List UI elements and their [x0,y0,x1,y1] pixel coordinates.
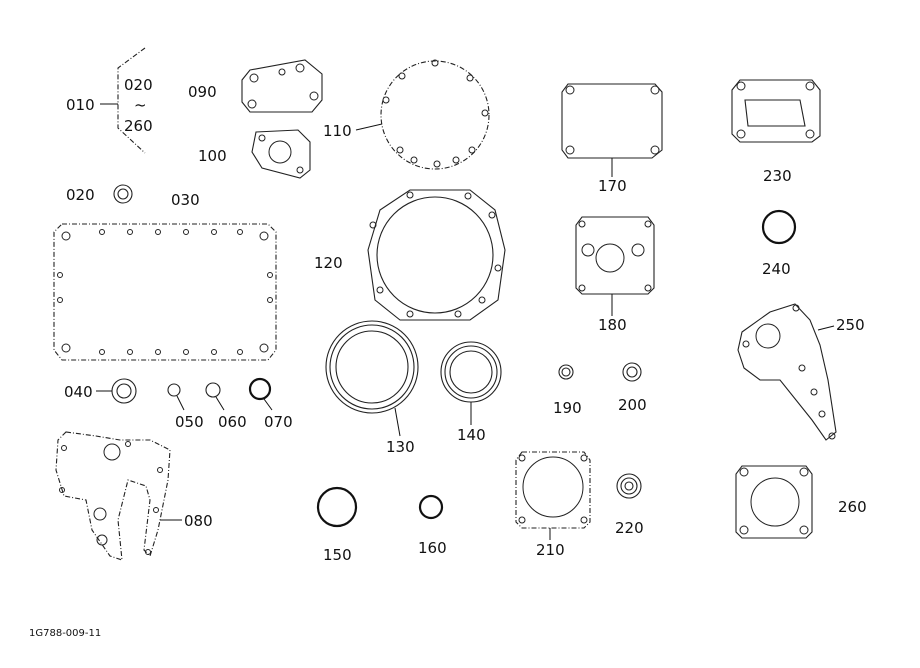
part-020-seal[interactable] [113,184,133,204]
part-180-gasket[interactable] [575,216,655,295]
label-070[interactable]: 070 [264,413,293,431]
label-080[interactable]: 080 [184,512,213,530]
label-060[interactable]: 060 [218,413,247,431]
label-tilde: ~ [134,96,147,114]
label-160[interactable]: 160 [418,539,447,557]
part-110-round-gasket[interactable] [380,59,490,170]
label-190[interactable]: 190 [553,399,582,417]
label-050[interactable]: 050 [175,413,204,431]
label-040[interactable]: 040 [64,383,93,401]
part-080-gearcase-gasket[interactable] [55,431,171,561]
label-210[interactable]: 210 [536,541,565,559]
part-120-housing-gasket[interactable] [367,189,506,321]
label-020[interactable]: 020 [66,186,95,204]
part-240-oring[interactable] [761,209,797,245]
label-220[interactable]: 220 [615,519,644,537]
leader-050 [176,395,185,411]
label-100[interactable]: 100 [198,147,227,165]
label-010[interactable]: 010 [66,96,95,114]
label-130[interactable]: 130 [386,438,415,456]
part-200-seal[interactable] [622,362,642,382]
label-120[interactable]: 120 [314,254,343,272]
part-030-oilpan-gasket[interactable] [53,223,277,361]
label-170[interactable]: 170 [598,177,627,195]
part-250-pump-gasket[interactable] [737,303,837,441]
part-070-oring[interactable] [248,377,272,401]
leader-070 [263,398,273,411]
part-160-oring[interactable] [418,494,444,520]
part-050-oring[interactable] [167,383,181,397]
label-020-range[interactable]: 020 [124,76,153,94]
part-190-seal[interactable] [558,364,574,380]
part-100-flange-gasket[interactable] [251,129,311,179]
part-060-oring[interactable] [205,382,221,398]
part-130-seal-ring[interactable] [325,320,419,414]
part-150-oring[interactable] [316,486,358,528]
part-210-gasket[interactable] [515,451,591,529]
part-140-seal-ring[interactable] [440,341,502,403]
leader-110 [355,123,383,131]
label-090[interactable]: 090 [188,83,217,101]
leader-250 [817,325,835,331]
label-030[interactable]: 030 [171,191,200,209]
part-230-gasket[interactable] [731,79,821,143]
leader-130 [394,407,401,437]
label-200[interactable]: 200 [618,396,647,414]
label-110[interactable]: 110 [323,122,352,140]
label-250[interactable]: 250 [836,316,865,334]
label-230[interactable]: 230 [763,167,792,185]
label-180[interactable]: 180 [598,316,627,334]
label-260[interactable]: 260 [838,498,867,516]
part-220-seal[interactable] [616,473,642,499]
leader-060 [215,396,225,411]
label-240[interactable]: 240 [762,260,791,278]
part-170-gasket[interactable] [561,83,663,159]
drawing-code: 1G788-009-11 [29,628,101,639]
part-010-bracket [100,47,146,154]
part-040-seal[interactable] [111,378,137,404]
label-260-range[interactable]: 260 [124,117,153,135]
label-150[interactable]: 150 [323,546,352,564]
part-260-gasket[interactable] [735,465,813,539]
part-090-plate-gasket[interactable] [241,59,323,113]
label-140[interactable]: 140 [457,426,486,444]
